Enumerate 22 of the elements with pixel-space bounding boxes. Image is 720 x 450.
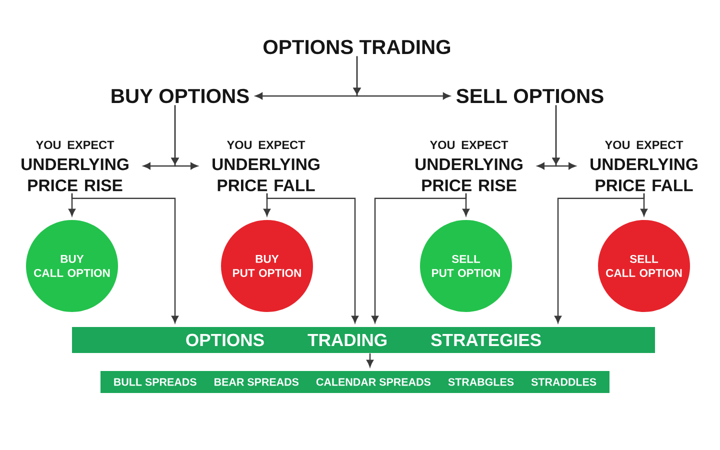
strategy-strip	[100, 371, 610, 393]
arrow	[372, 193, 467, 324]
condition-label: YOU EXPECT UNDERLYING PRICE RISE	[22, 140, 128, 192]
branch-heading: BUY OPTIONS	[112, 88, 249, 104]
arrow	[366, 353, 374, 368]
arrow	[170, 105, 198, 170]
strategy-banner: OPTIONS TRADING STRATEGIES	[72, 327, 655, 353]
arrow	[266, 193, 358, 324]
strategy-label: STRADDLES	[531, 378, 596, 386]
arrow	[352, 56, 450, 100]
title: OPTIONS TRADING	[264, 40, 450, 54]
arrow	[552, 105, 576, 170]
condition-label: YOU EXPECT UNDERLYING PRICE FALL	[212, 140, 320, 192]
arrow	[71, 193, 178, 324]
arrow	[554, 193, 645, 324]
strategy-label: STRABGLES	[448, 378, 514, 386]
branch-heading: SELL OPTIONS	[456, 88, 604, 104]
strategy-label: BULL SPREADS	[114, 378, 196, 386]
condition-label: YOU EXPECT UNDERLYING PRICE RISE	[416, 140, 522, 192]
strategy-label: BEAR SPREADS	[214, 378, 299, 386]
strategy-label: CALENDAR SPREADS	[316, 378, 430, 386]
condition-label: YOU EXPECT UNDERLYING PRICE FALL	[590, 140, 698, 192]
